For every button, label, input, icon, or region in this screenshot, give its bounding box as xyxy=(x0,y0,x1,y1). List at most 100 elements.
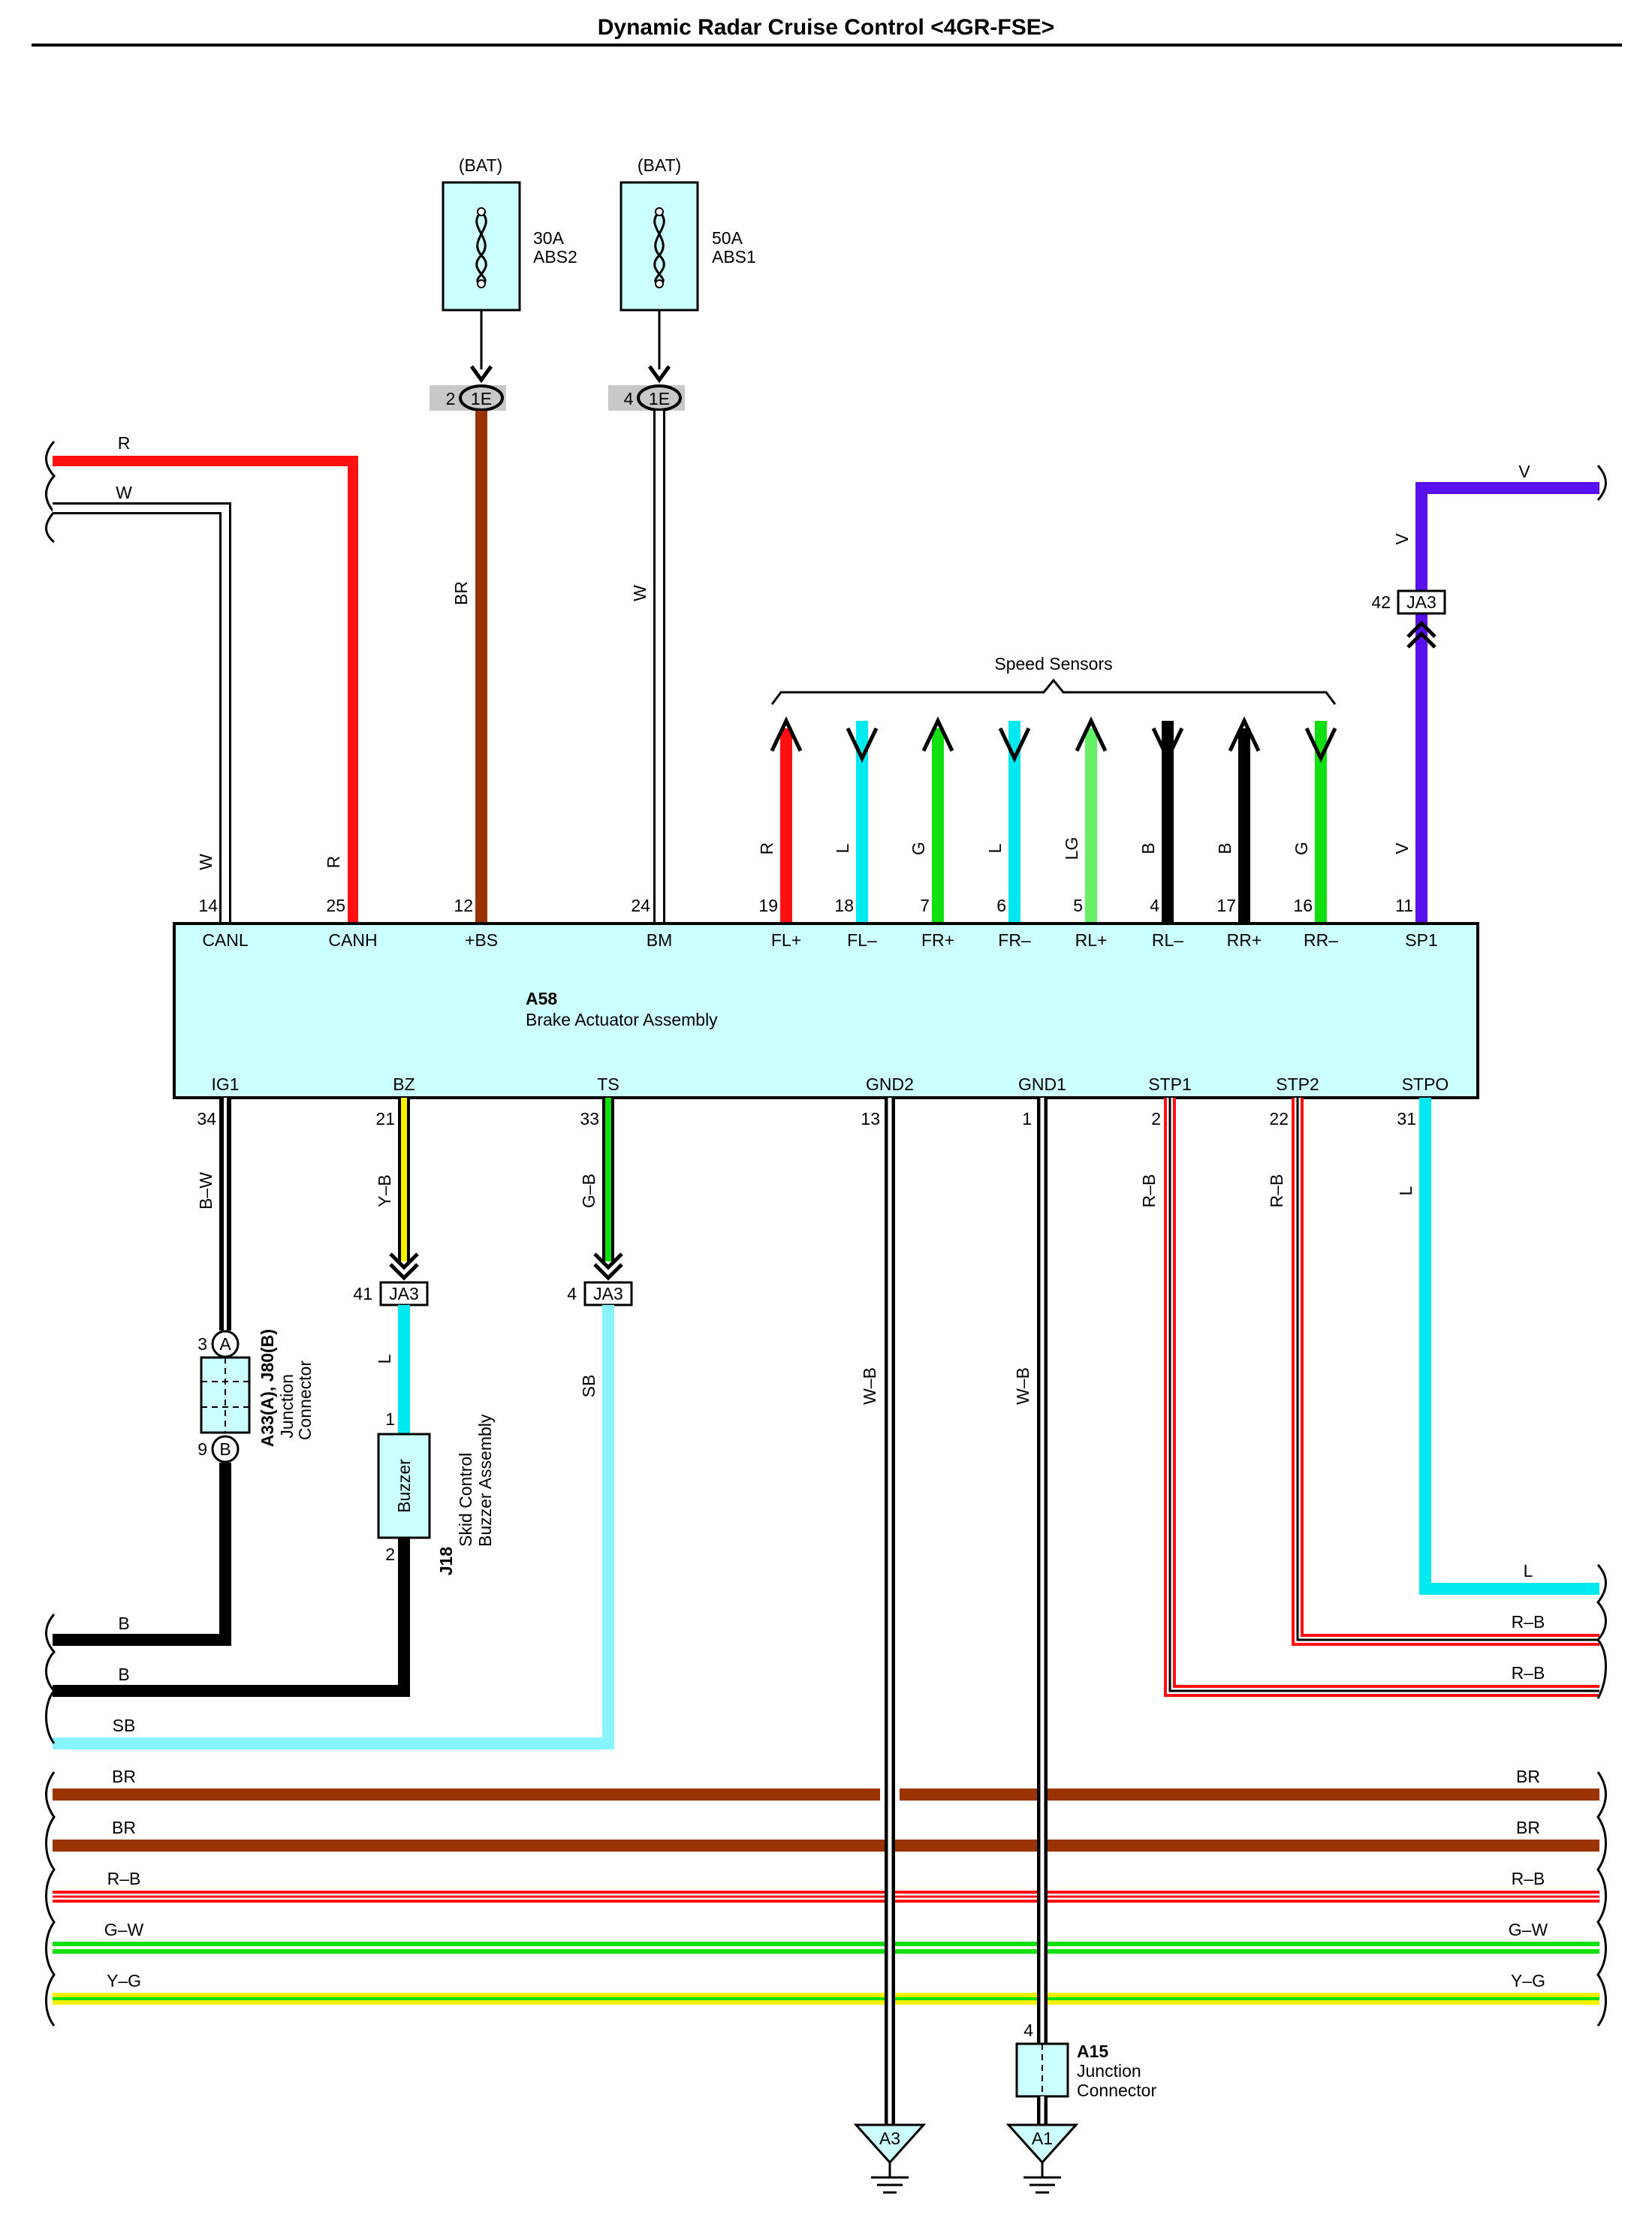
fuse-abs1-conn: 1E xyxy=(649,389,670,408)
fl-minus-arrow-icon xyxy=(846,727,879,763)
ground-a3-triangle-icon xyxy=(853,2123,927,2165)
wire-label-top-r: R xyxy=(118,433,131,453)
rr-minus-arrow-icon xyxy=(1304,727,1337,763)
wire-label-fr-plus: G xyxy=(909,842,928,855)
junction-a33-pin-b: 9 xyxy=(197,1439,207,1459)
ground-a3: A3 xyxy=(853,2123,927,2194)
wire-label-bs: BR xyxy=(451,581,471,605)
bus-label-rb-left: R–B xyxy=(107,1869,141,1888)
wire-label-rb1: R–B xyxy=(1512,1612,1545,1632)
wire-label-bz: Y–B xyxy=(375,1174,394,1207)
buzzer-id: J18 xyxy=(436,1547,456,1576)
pin-num-fr-plus: 7 xyxy=(920,896,930,915)
bus-label-yg-left: Y–G xyxy=(107,1971,141,1990)
pin-label-stp2: STP2 xyxy=(1276,1074,1319,1094)
wire-sp1-v xyxy=(1415,482,1599,924)
fuse-abs2-pin: 2 xyxy=(446,389,456,408)
wire-label-rl-minus: B xyxy=(1138,842,1158,854)
wire-label-fl-minus: L xyxy=(833,843,852,853)
pin-label-ig1: IG1 xyxy=(211,1074,239,1094)
fuse-abs1-box xyxy=(620,181,699,312)
wire-label-canh: R xyxy=(324,856,343,869)
buzzer-pin-bottom: 2 xyxy=(385,1544,395,1564)
wire-label-gnd1: W–B xyxy=(1013,1367,1032,1405)
junction-a15-name1: Junction xyxy=(1077,2061,1141,2081)
speed-sensors-brace xyxy=(770,678,1337,705)
fuse-abs2: (BAT) 30A ABS2 2 1E xyxy=(430,155,577,411)
junction-a15-pin: 4 xyxy=(1023,2021,1033,2040)
wire-label-fr-minus: L xyxy=(985,843,1005,853)
ecu-bottom-pins: IG1 34 BZ 21 TS 33 GND2 13 GND1 1 STP1 2… xyxy=(197,1074,1449,1129)
ja3-sp1-box xyxy=(1397,589,1446,615)
ecu-top-pins: 14 CANL 25 CANH 12 +BS 24 BM 19 FL+ 18 F… xyxy=(198,896,1437,950)
pin-num-ts: 33 xyxy=(580,1109,599,1129)
ja3-ts-label: JA3 xyxy=(593,1284,623,1303)
ja3-bz-box xyxy=(379,1281,429,1306)
rr-plus-arrow-icon xyxy=(1228,716,1261,752)
pin-num-rr-minus: 16 xyxy=(1293,896,1313,915)
fuse-abs2-box xyxy=(442,181,521,312)
pin-label-fr-minus: FR– xyxy=(998,930,1031,950)
fuse-abs1-name: ABS1 xyxy=(712,247,756,267)
diagram-title: Dynamic Radar Cruise Control <4GR-FSE> xyxy=(598,15,1055,40)
pin-label-bz: BZ xyxy=(393,1074,415,1094)
fuse-abs1-arrow-icon xyxy=(647,365,671,384)
pin-label-rr-plus: RR+ xyxy=(1227,930,1262,950)
pin-num-bz: 21 xyxy=(375,1109,395,1129)
wire-label-ts: G–B xyxy=(579,1174,598,1208)
pin-label-canh: CANH xyxy=(328,930,377,950)
speed-sensors-label: Speed Sensors xyxy=(994,654,1112,674)
wire-label-bm: W xyxy=(630,585,650,601)
junction-a33-pin-a-letter: A xyxy=(219,1334,231,1354)
bus-label-br2-right: BR xyxy=(1516,1818,1540,1837)
ground-a1-triangle-icon xyxy=(1005,2123,1079,2165)
fuse-abs1-connector xyxy=(637,384,682,411)
buzzer-name1: Skid Control xyxy=(456,1453,475,1547)
pin-label-gnd1: GND1 xyxy=(1018,1074,1066,1094)
speed-sensor-wires xyxy=(770,716,1337,924)
pin-num-gnd1: 1 xyxy=(1022,1109,1032,1129)
pin-label-rl-minus: RL– xyxy=(1152,930,1183,950)
pin-label-sp1: SP1 xyxy=(1405,930,1437,950)
bus-label-br1-left: BR xyxy=(112,1767,136,1786)
pin-label-fr-plus: FR+ xyxy=(921,930,954,950)
bus-label-yg-right: Y–G xyxy=(1511,1971,1545,1990)
pin-label-bm: BM xyxy=(647,930,673,950)
fr-plus-arrow-icon xyxy=(921,716,954,752)
pin-num-stp1: 2 xyxy=(1151,1109,1161,1129)
wire-label-stpo: L xyxy=(1396,1186,1415,1195)
right-break-bottom-icon xyxy=(1596,1564,1607,1699)
rl-minus-arrow-icon xyxy=(1151,727,1184,763)
wire-label-canl: W xyxy=(196,854,216,870)
pin-label-rr-minus: RR– xyxy=(1304,930,1338,950)
pin-label-fl-minus: FL– xyxy=(847,930,877,950)
ts-arrow-icon xyxy=(593,1252,623,1281)
wire-label-sp1: V xyxy=(1392,842,1412,854)
ja3-sp1-label: JA3 xyxy=(1406,592,1436,612)
pin-num-canh: 25 xyxy=(326,896,345,915)
pin-num-fr-minus: 6 xyxy=(996,896,1006,915)
bus-label-br2-left: BR xyxy=(112,1818,136,1837)
pin-num-sp1: 11 xyxy=(1395,896,1413,915)
pin-num-gnd2: 13 xyxy=(861,1109,880,1129)
pin-num-stpo: 31 xyxy=(1397,1109,1416,1129)
buzzer-pin-top: 1 xyxy=(385,1409,395,1429)
pin-num-rl-plus: 5 xyxy=(1073,896,1083,915)
right-break-top-icon xyxy=(1596,465,1607,501)
pin-label-bs: +BS xyxy=(465,930,498,950)
fuse-abs2-connector xyxy=(459,384,504,411)
ja3-ts-pin: 4 xyxy=(567,1284,577,1303)
ecu-id: A58 xyxy=(526,989,557,1008)
bus-break-left-icon xyxy=(45,1771,56,2027)
wire-label-sb: SB xyxy=(113,1716,136,1735)
pin-label-fl-plus: FL+ xyxy=(771,930,801,950)
wire-label-buzzer-l: L xyxy=(375,1354,394,1364)
wire-stp1-rb xyxy=(1164,1098,1599,1697)
wire-label-top-w: W xyxy=(116,483,132,502)
pin-label-canl: CANL xyxy=(202,930,249,950)
buzzer-label: Buzzer xyxy=(394,1459,414,1513)
pin-num-bs: 12 xyxy=(454,896,473,915)
fuse-abs2-arrow-icon xyxy=(469,365,493,384)
wire-stpo-l xyxy=(1419,1098,1599,1595)
